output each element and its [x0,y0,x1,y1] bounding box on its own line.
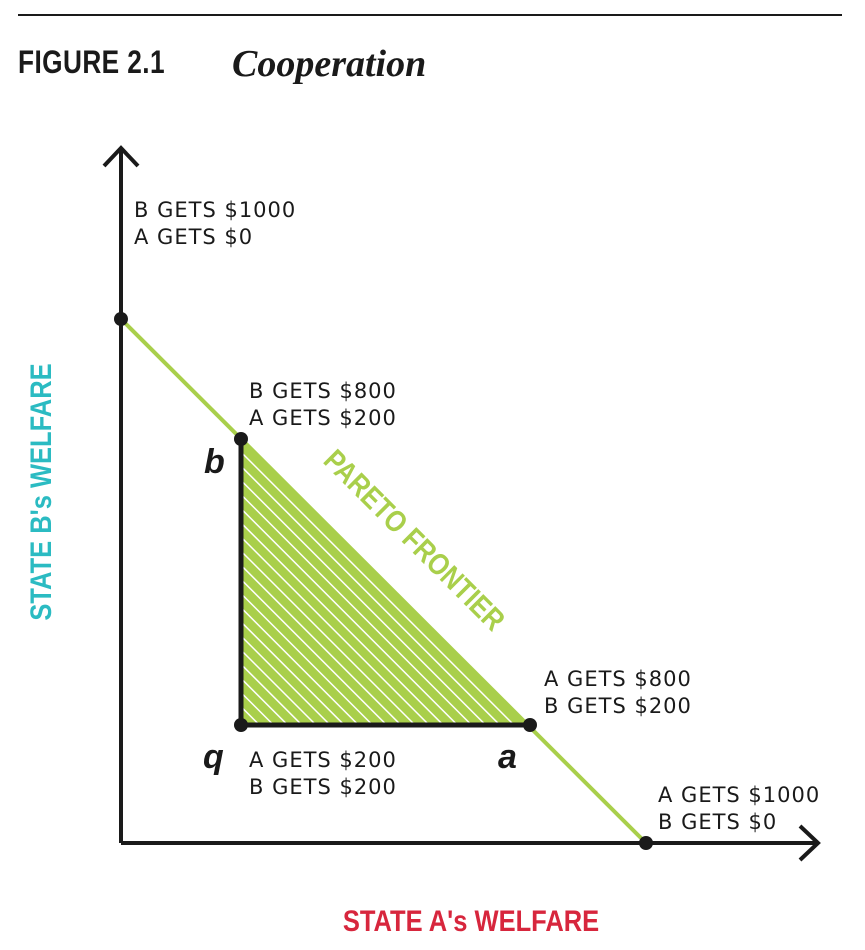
top-note-line1: B GETS $1000 [134,198,296,222]
top-rule [18,14,842,16]
a-note-line1: A GETS $800 [544,667,692,691]
figure-number: FIGURE 2.1 [18,44,165,80]
a-note-line2: B GETS $200 [544,694,692,718]
figure-title: Cooperation [232,43,427,85]
y-axis-arrow-icon [102,145,140,168]
point-top [114,312,128,326]
point-a [523,718,537,732]
x-axis-arrow-icon [798,824,821,862]
bottom-note-line1: A GETS $1000 [658,783,820,807]
q-note-line2: B GETS $200 [249,775,397,799]
pareto-frontier-line [119,317,648,845]
point-bottom [639,836,653,850]
bottom-note-line2: B GETS $0 [658,810,777,834]
point-q-letter: q [203,738,224,776]
b-note-line1: B GETS $800 [249,379,397,403]
y-axis-label: STATE B's WELFARE [25,363,58,621]
point-b-letter: b [204,443,225,481]
point-a-letter: a [498,738,517,776]
q-note-line1: A GETS $200 [249,748,397,772]
point-q [234,718,248,732]
x-axis-label: STATE A's WELFARE [342,905,600,938]
top-note-line2: A GETS $0 [134,225,253,249]
b-note-line2: A GETS $200 [249,406,397,430]
point-b [234,432,248,446]
